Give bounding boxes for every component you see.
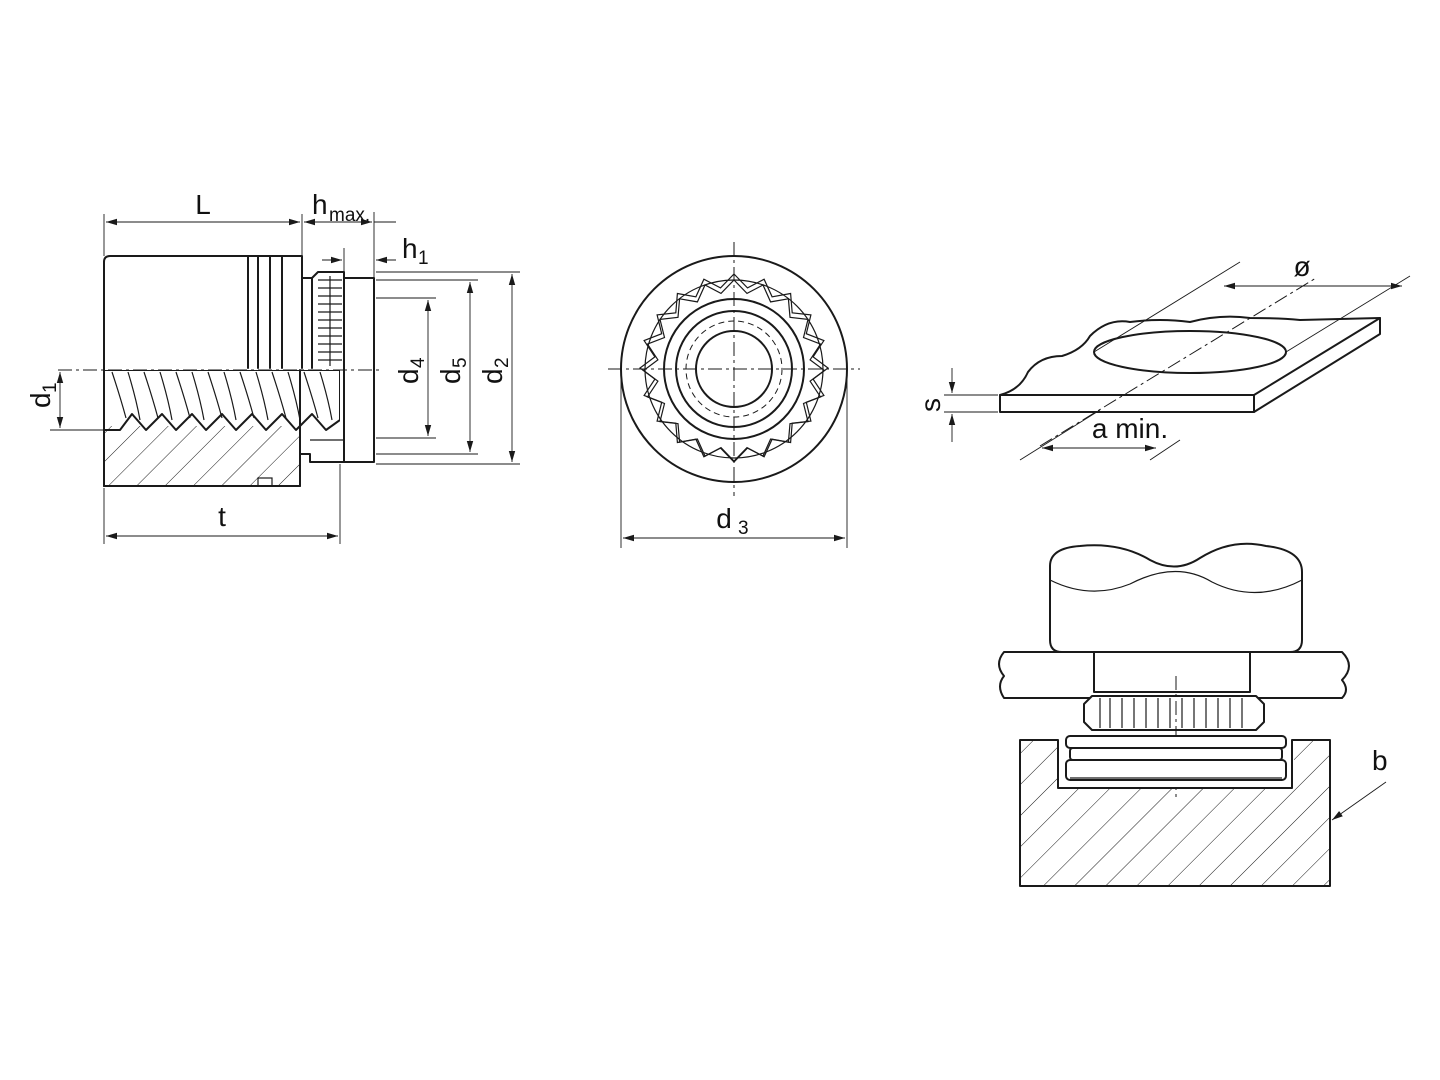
label-d3: d [716,503,732,534]
label-b: b [1372,745,1388,776]
dimension-d4: d 4 [376,297,436,439]
dimension-d3: d 3 [620,372,848,548]
label-s: s [915,398,946,412]
label-d2: d [477,368,508,384]
label-diameter: ø [1293,251,1310,282]
dimension-h-max: h max. [304,189,396,278]
label-d5: d [435,368,466,384]
label-d3-sub: 3 [738,518,749,539]
label-d4: d [393,368,424,384]
installed-view: b [998,542,1388,887]
dimension-L: L [103,189,303,256]
label-h-max-sub: max. [329,205,370,226]
dimension-t: t [103,464,341,544]
sheet-detail: ø a min. s [915,251,1411,461]
label-d5-sub: 5 [450,357,471,368]
label-h-max: h [312,189,328,220]
label-d1-sub: 1 [40,382,61,393]
dimension-h1: h 1 [322,233,429,272]
label-L: L [195,189,211,220]
dimension-d2: d 2 [376,271,520,465]
knurl-lines [318,276,342,366]
dimension-diameter: ø [1093,251,1411,353]
front-view: d 3 [608,242,860,548]
label-d4-sub: 4 [408,357,429,368]
dimension-d1: d 1 [25,372,104,431]
label-d2-sub: 2 [492,357,513,368]
label-h1-sub: 1 [418,248,429,269]
installed-knurl [1083,695,1265,731]
label-h1: h [402,233,418,264]
dimension-s: s [915,368,998,442]
label-a-min: a min. [1092,413,1168,444]
base-block [1019,735,1331,887]
leader-b: b [1331,745,1388,821]
dimension-d5: d 5 [376,279,478,455]
label-d1: d [25,392,56,408]
side-view: L h max. h 1 d 1 d [25,189,520,544]
dimension-a-min: a min. [1019,409,1181,461]
label-t: t [218,501,226,532]
